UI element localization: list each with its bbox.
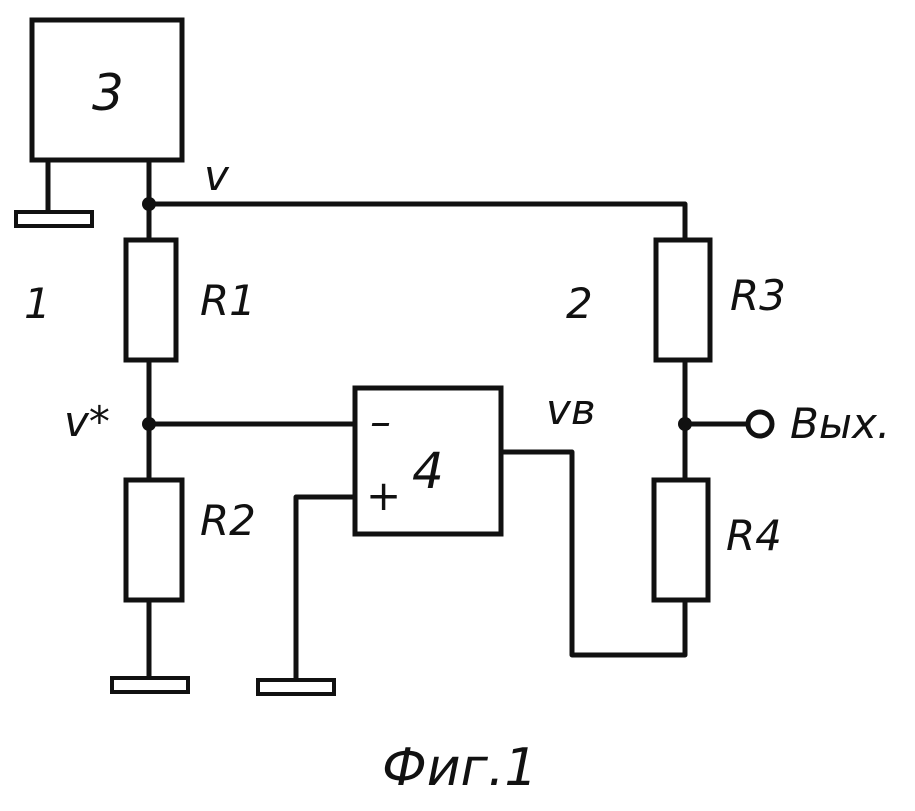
wire-opamp-plus-ground: [296, 497, 355, 680]
node-v-star-label: v*: [64, 397, 110, 446]
branch-2-label: 2: [566, 279, 593, 328]
resistor-r3: [656, 240, 710, 360]
resistor-r3-label: R3: [730, 271, 786, 320]
opamp-minus-label: –: [370, 397, 391, 446]
resistor-r2: [126, 480, 182, 600]
resistor-r1: [126, 240, 176, 360]
opamp-block-4-label: 4: [412, 442, 444, 500]
resistor-r4: [654, 480, 708, 600]
block-3-label: 3: [92, 64, 124, 122]
opamp-plus-label: +: [366, 471, 401, 520]
ground-r2: [112, 678, 188, 692]
ground-opamp-plus: [258, 680, 334, 694]
branch-1-label: 1: [24, 279, 51, 328]
resistor-r1-label: R1: [200, 276, 256, 325]
wire-v-top: [149, 204, 685, 240]
node-v: [142, 197, 156, 211]
output-terminal: [748, 412, 772, 436]
resistor-r2-label: R2: [200, 496, 256, 545]
resistor-r4-label: R4: [726, 511, 782, 560]
ground-block-3: [16, 212, 92, 226]
output-label: Вых.: [790, 399, 890, 448]
figure-caption: Фиг.1: [382, 738, 538, 798]
node-v-label: v: [204, 151, 230, 200]
node-v-b-label: vв: [546, 385, 596, 434]
